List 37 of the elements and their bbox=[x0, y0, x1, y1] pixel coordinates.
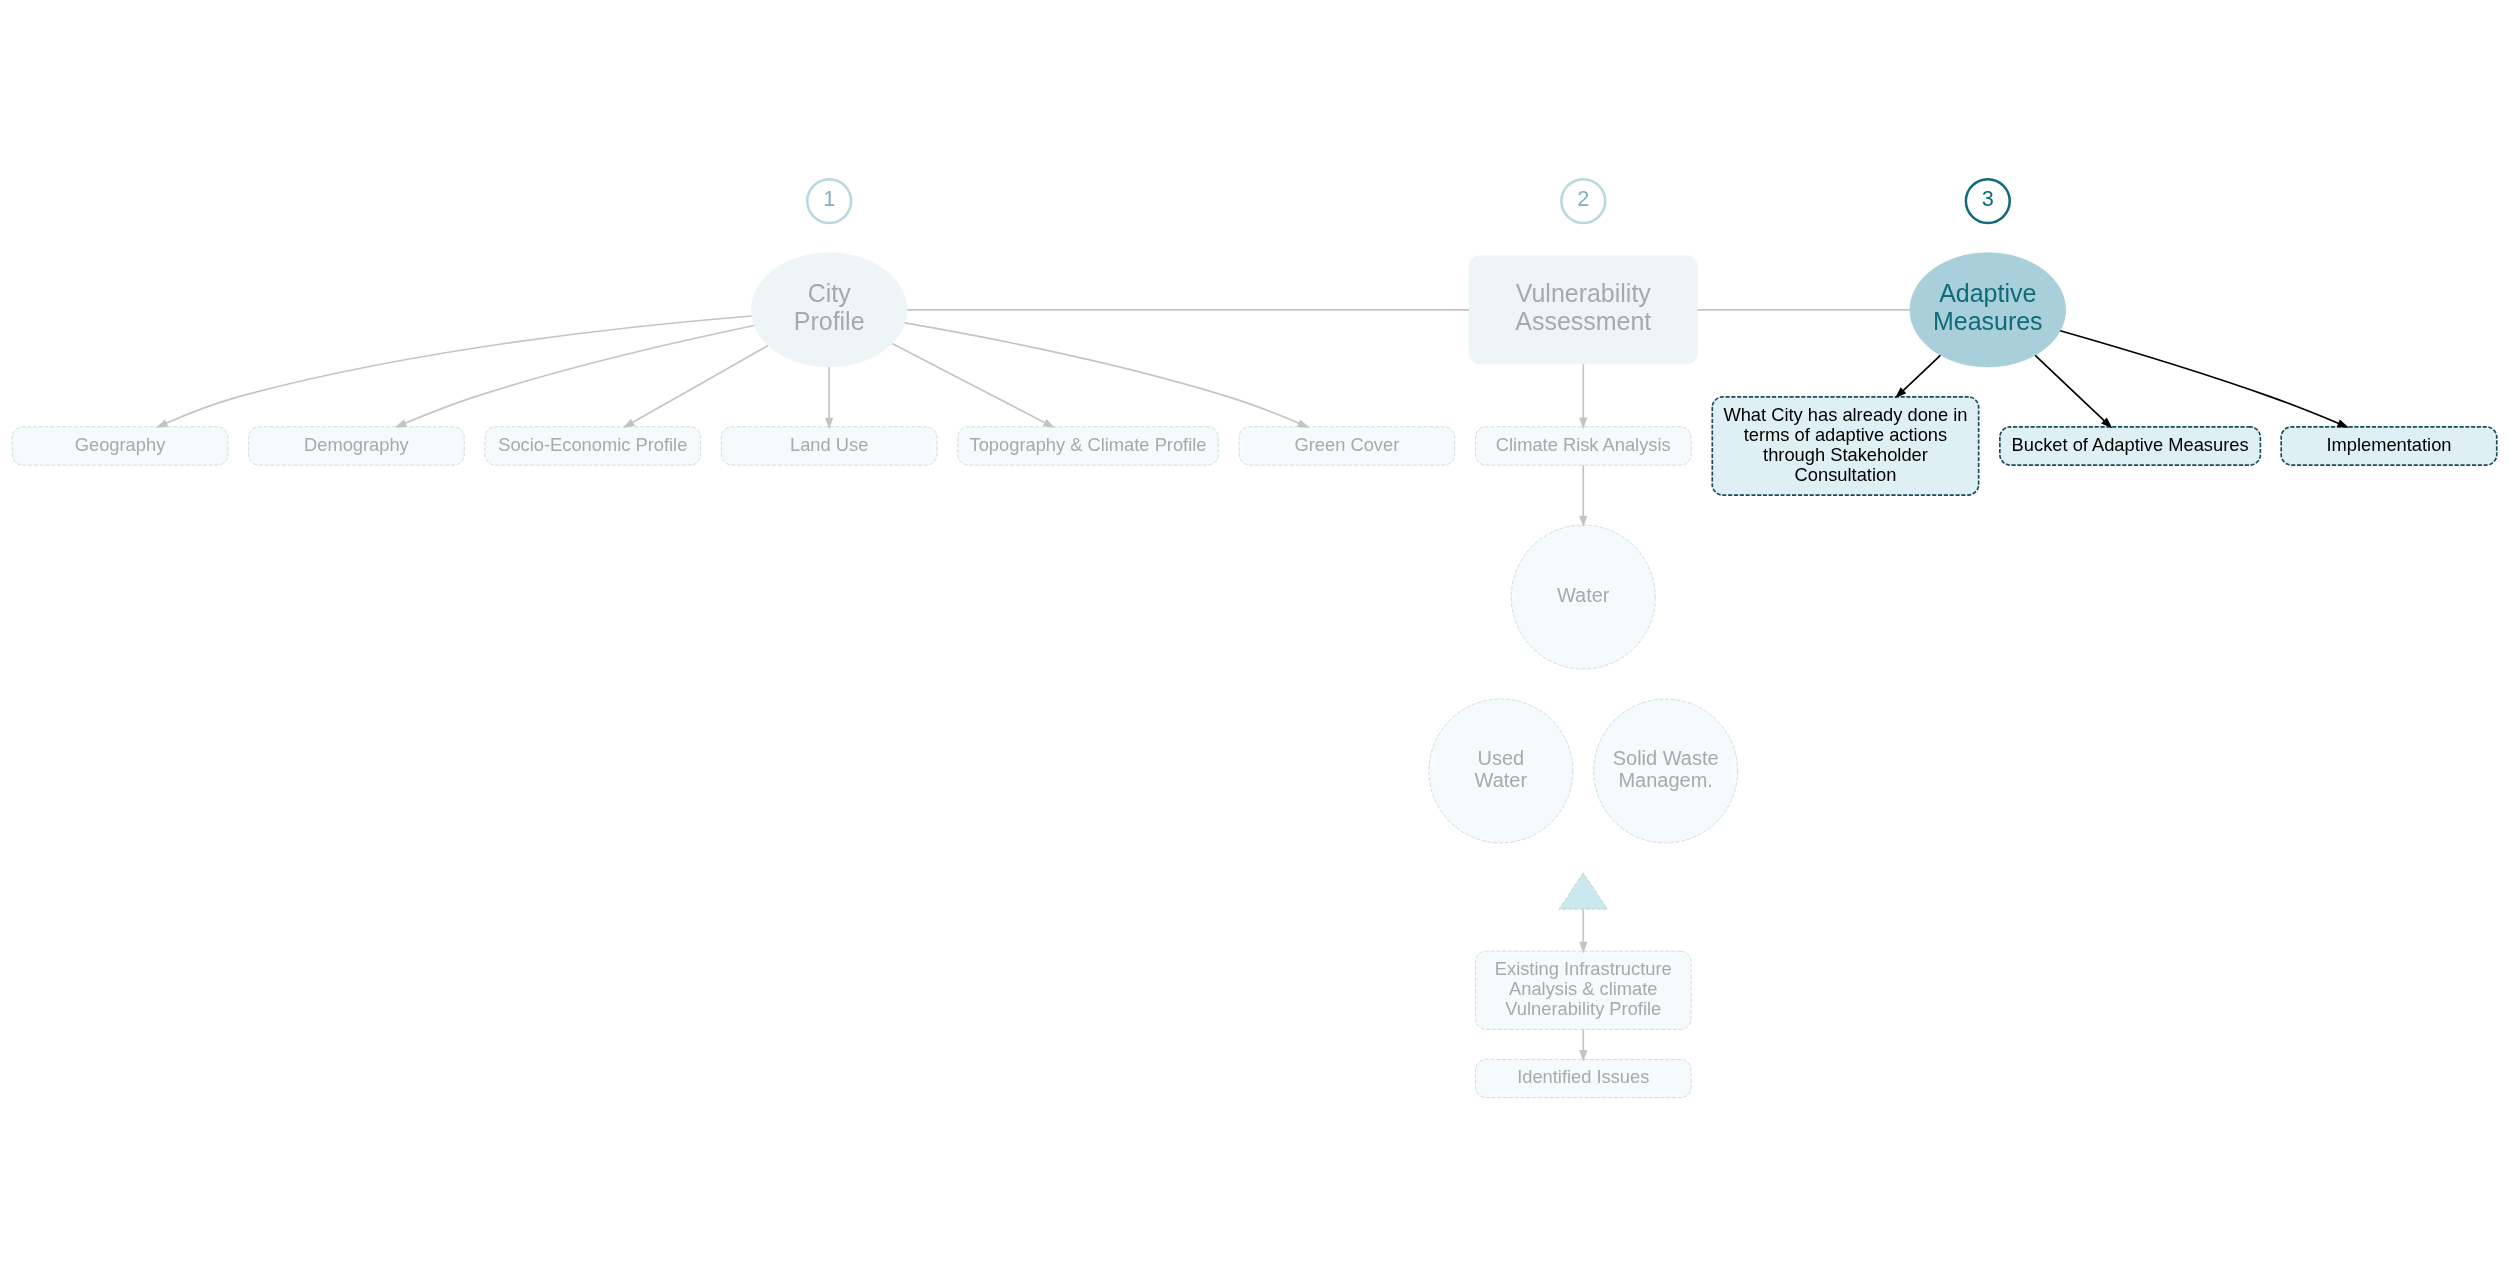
node-box: What City has already done in terms of adaptive actions through Stakeholder Consultation bbox=[1711, 395, 1980, 496]
connector bbox=[906, 308, 1470, 311]
arrow bbox=[904, 321, 1310, 428]
arrow bbox=[891, 342, 1055, 428]
arrow bbox=[2034, 354, 2113, 428]
node-ellipse: City Profile bbox=[750, 251, 908, 367]
node-circle: 3 bbox=[1964, 177, 2011, 224]
node-box: Vulnerability Assessment bbox=[1468, 254, 1698, 364]
arrow bbox=[394, 324, 756, 428]
node-ellipse: Adaptive Measures bbox=[1909, 251, 2067, 367]
connector bbox=[1696, 308, 1911, 311]
arrow bbox=[156, 314, 753, 428]
node-circle: 2 bbox=[1560, 177, 1607, 224]
node-circle: 1 bbox=[806, 177, 853, 224]
node-box: Existing Infrastructure Analysis & climate Vulnerability Profile bbox=[1475, 950, 1692, 1030]
node-circle: Used Water bbox=[1428, 698, 1574, 843]
node-box: Demography bbox=[248, 425, 465, 465]
arrow bbox=[622, 344, 769, 428]
node-box: Topography & Climate Profile bbox=[957, 425, 1219, 465]
arrow bbox=[825, 365, 834, 429]
node-circle: Solid Waste Managem. bbox=[1593, 698, 1739, 843]
node-box: Land Use bbox=[720, 425, 938, 465]
arrow bbox=[1895, 354, 1942, 398]
node-box: Bucket of Adaptive Measures bbox=[1999, 425, 2262, 466]
arrow bbox=[1579, 908, 1588, 954]
arrow bbox=[1579, 1028, 1588, 1062]
node-circle: Water bbox=[1510, 524, 1656, 669]
arrow bbox=[1579, 463, 1588, 527]
arrow bbox=[1579, 362, 1588, 429]
node-box: Socio-Economic Profile bbox=[484, 425, 701, 465]
node-box: Implementation bbox=[2280, 425, 2498, 466]
node-box: Green Cover bbox=[1238, 425, 1456, 465]
node-box: Identified Issues bbox=[1475, 1058, 1692, 1098]
node-box: Climate Risk Analysis bbox=[1475, 425, 1692, 465]
node-box: Geography bbox=[11, 425, 229, 465]
arrow bbox=[2059, 329, 2349, 428]
node-triangle bbox=[1558, 872, 1608, 910]
